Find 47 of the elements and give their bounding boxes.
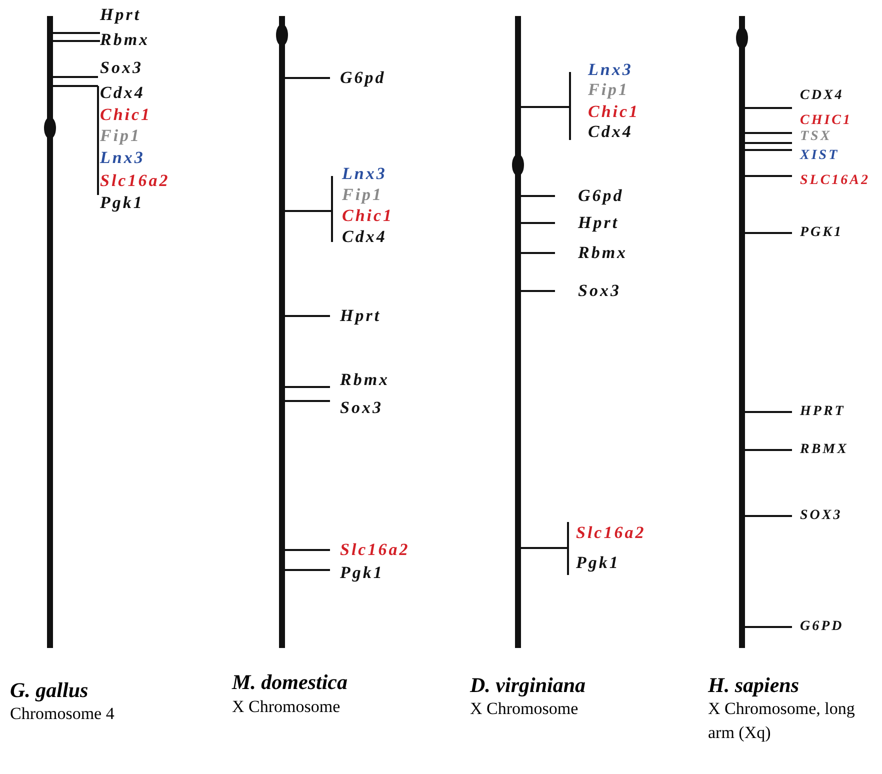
gene-label: Pgk1 [576,553,620,573]
gene-label: Hprt [340,306,382,326]
gene-label: Pgk1 [100,193,144,213]
gene-label: Chic1 [342,206,394,226]
gene-label: Hprt [578,213,620,233]
gene-label: Pgk1 [340,563,384,583]
gene-label: Slc16a2 [576,523,646,543]
gene-label: CDX4 [800,87,844,105]
gene-label: Fip1 [342,185,384,205]
gene-label: Cdx4 [588,122,633,142]
species-name: M. domestica [232,670,348,694]
gene-label: G6PD [800,618,844,636]
gene-label: Fip1 [100,126,142,146]
gene-label: CHIC1 [800,112,852,130]
chromosome-caption: X Chromosome, long arm (Xq) [708,698,856,744]
gene-label: Slc16a2 [100,171,170,191]
gene-label: Hprt [100,5,142,25]
gene-label: Fip1 [588,80,630,100]
chromosome-caption: X Chromosome [470,698,580,720]
species-name: G. gallus [10,678,88,702]
gene-label: PGK1 [800,224,843,242]
gene-label: XIST [800,147,840,165]
gene-label: Lnx3 [588,60,633,80]
gene-label: Lnx3 [342,164,387,184]
gene-label: Cdx4 [342,227,387,247]
gene-label: RBMX [800,441,848,459]
gene-label: Sox3 [100,58,143,78]
gene-label: Sox3 [578,281,621,301]
chromosome-caption: Chromosome 4 [10,703,116,725]
gene-label: Rbmx [340,370,390,390]
gene-label: Rbmx [100,30,150,50]
gene-label: G6pd [578,186,624,206]
gene-label: Lnx3 [100,148,145,168]
gene-label: HPRT [800,403,846,421]
gene-label: Slc16a2 [340,540,410,560]
species-name: H. sapiens [708,673,800,697]
gene-label: Cdx4 [100,83,145,103]
gene-label: Chic1 [588,102,640,122]
gene-label: TSX [800,128,832,146]
species-name: D. virginiana [470,673,586,697]
gene-label: Chic1 [100,105,152,125]
gene-label: Rbmx [578,243,628,263]
gene-label: G6pd [340,68,386,88]
gene-label: Sox3 [340,398,383,418]
chromosome-caption: X Chromosome [232,696,342,718]
gene-label: SLC16A2 [800,172,870,190]
gene-label: SOX3 [800,507,842,525]
